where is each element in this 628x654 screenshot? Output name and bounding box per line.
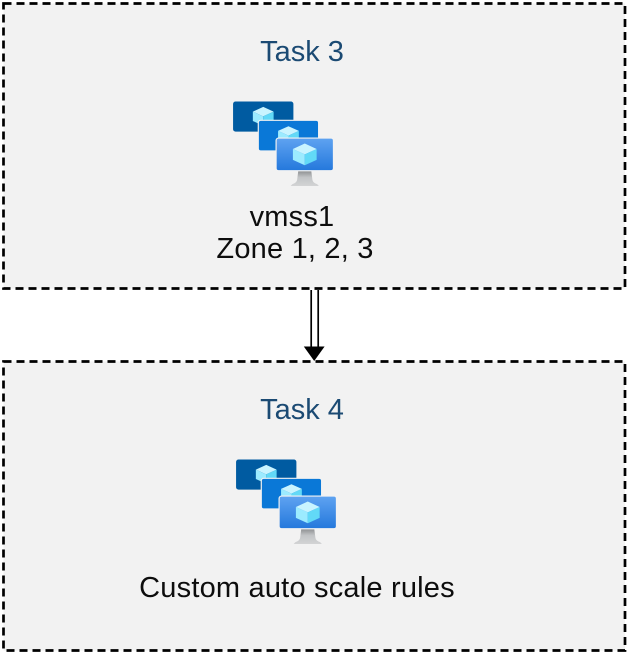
connector-arrow — [303, 290, 325, 361]
vm-scale-set-icon — [233, 101, 336, 191]
task3-title: Task 3 — [260, 36, 344, 68]
task3-box: Task 3 vmss1 Zone 1, 2, 3 — [2, 2, 626, 289]
task4-box: Task 4 Custom auto scale rules — [2, 360, 626, 652]
zone-label: Zone 1, 2, 3 — [216, 233, 374, 265]
vm-scale-set-icon — [236, 459, 339, 549]
autoscale-rules-label: Custom auto scale rules — [139, 572, 455, 604]
task4-title: Task 4 — [260, 394, 344, 426]
vmss-name-label: vmss1 — [249, 201, 335, 233]
arrowhead-icon — [303, 346, 325, 361]
